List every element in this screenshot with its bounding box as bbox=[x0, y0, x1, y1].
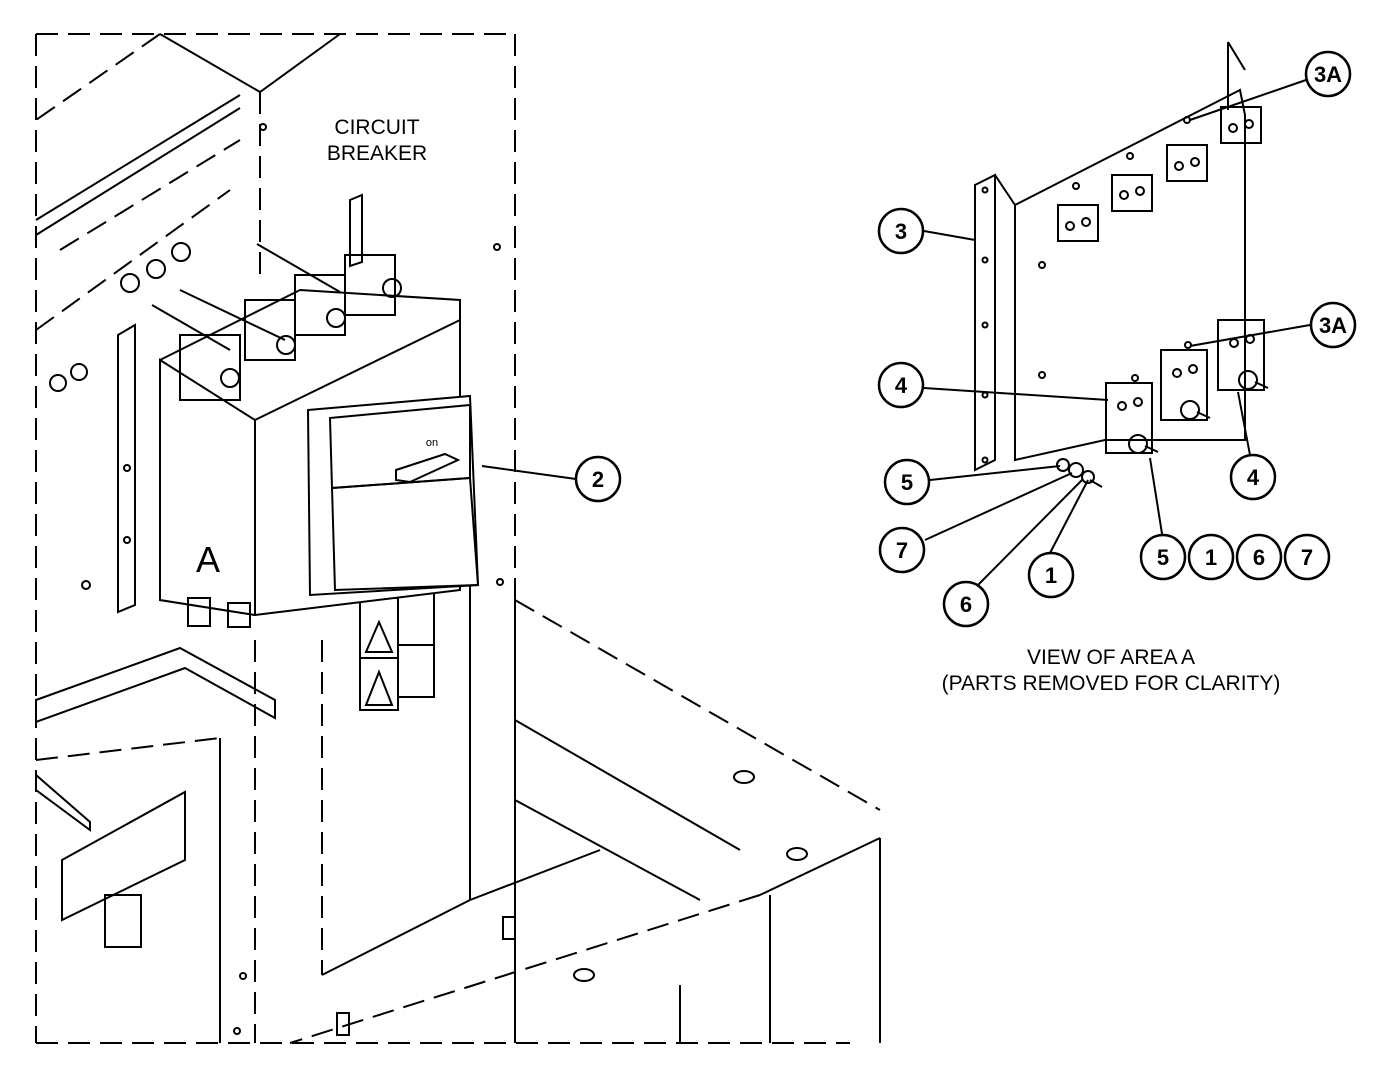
callout-3a-mid: 3A bbox=[1319, 313, 1347, 338]
callout-7-left: 7 bbox=[896, 538, 908, 563]
callout-4-left: 4 bbox=[895, 373, 908, 398]
callout-1-row: 1 bbox=[1205, 545, 1217, 570]
callout-5-row: 5 bbox=[1157, 545, 1169, 570]
switch-on-label: on bbox=[426, 437, 438, 449]
leader-lines bbox=[481, 79, 1311, 586]
callout-bubbles bbox=[574, 50, 1357, 628]
circuit-breaker-label-line2: BREAKER bbox=[327, 142, 427, 165]
view-title-line2: (PARTS REMOVED FOR CLARITY) bbox=[942, 672, 1281, 695]
view-title-line1: VIEW OF AREA A bbox=[1027, 646, 1195, 669]
callout-3a-top: 3A bbox=[1314, 62, 1342, 87]
callout-3: 3 bbox=[895, 219, 907, 244]
text-labels: CIRCUIT BREAKER A on VIEW OF AREA A (PAR… bbox=[196, 116, 1280, 695]
circuit-breaker-label-line1: CIRCUIT bbox=[334, 116, 419, 139]
callout-6-row: 6 bbox=[1253, 545, 1265, 570]
area-a-marker: A bbox=[196, 539, 220, 580]
callout-4-right: 4 bbox=[1247, 465, 1260, 490]
callout-7-row: 7 bbox=[1301, 545, 1313, 570]
circuit-breaker bbox=[151, 193, 480, 628]
cabinet-left bbox=[35, 33, 881, 1044]
callout-2: 2 bbox=[592, 467, 604, 492]
callout-numbers: 2 3 3A 3A 4 4 5 7 6 1 5 1 6 7 bbox=[592, 62, 1347, 617]
callout-6-left: 6 bbox=[960, 592, 972, 617]
callout-1-left: 1 bbox=[1045, 563, 1057, 588]
callout-5-left: 5 bbox=[901, 470, 913, 495]
